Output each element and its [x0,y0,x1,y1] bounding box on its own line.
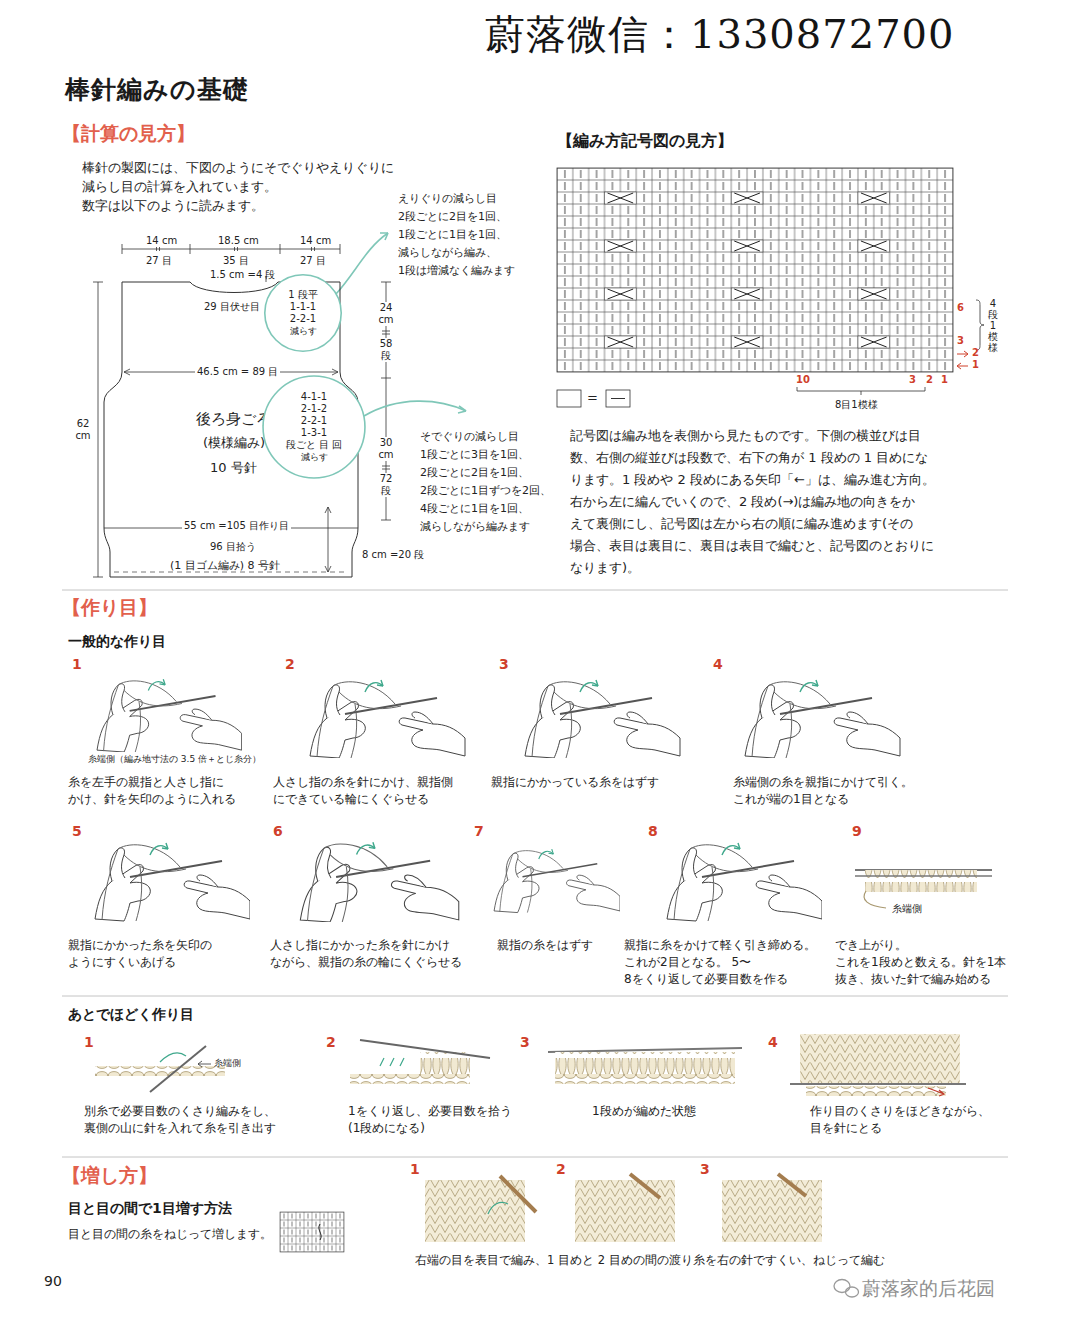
dimension-label: 62 cm [72,418,94,442]
dimension-label: 14 cm [146,234,177,247]
cast-off-label: 29 目伏せ目 [204,300,260,313]
section-heading: 【作り目】 [62,595,157,620]
stitch-pattern: (模様編み) [203,435,265,452]
row-number: 2 [972,347,979,359]
step-number: 1 [410,1160,420,1178]
dimension-label: 35 目 [223,254,249,267]
page-number: 90 [44,1272,62,1290]
step-caption: 1段めが編めた状態 [592,1103,696,1120]
step-number: 7 [474,822,484,840]
watermark: 蔚落家的后花园 [862,1276,995,1301]
decrease-rule: 1-1-1 [290,301,316,313]
method-note: 目と目の間の糸をねじって増します。 [68,1226,272,1243]
stitch-number: 3 [909,374,916,386]
decrease-rule: 段ごと 目 回 [286,439,342,451]
step-number: 2 [326,1033,336,1051]
step-number: 1 [72,655,82,673]
width-dimension: 46.5 cm = 89 目 [195,365,280,378]
step-caption: 親指に糸をかけて軽く引き締める。 これが2目となる。 5〜8をくり返して必要目数… [624,937,826,988]
step-number: 8 [648,822,658,840]
dimension-label: 8 cm =20 段 [362,548,424,561]
cast-on-label: 55 cm =105 目作り目 [182,519,291,532]
stitch-number: 10 [796,374,810,386]
step-caption: 親指にかかった糸を矢印の ようにすくいあげる [68,937,220,971]
step-caption: 人さし指の糸を針にかけ、親指側 にできている輪にくぐらせる [273,774,463,808]
step-number: 3 [499,655,509,673]
decrease-rule: 2-2-1 [290,313,316,325]
ribbing-label: (1 目ゴム編み) 8 号針 [170,557,280,575]
yarn-end-label: 糸端側 [214,1058,241,1070]
step-caption: 親指にかかっている糸をはずす [491,774,659,791]
row-number: 1 [972,359,979,371]
dimension-label: 14 cm [300,234,331,247]
decrease-rule: 減らす [290,325,317,337]
step-caption: でき上がり。 これを1段めと数える。針を1本 抜き、抜いた針で編み始める [835,937,1011,988]
subsection-heading: あとでほどく作り目 [68,1005,194,1023]
subsection-heading: 目と目の間で1目増す方法 [68,1199,232,1217]
intro-text: 棒針の製図には、下図のようにそでぐりやえりぐりに 減らし目の計算を入れています。… [82,158,404,215]
step-caption: 作り目のくさりをほどきながら、 目を針にとる [810,1103,1000,1137]
decrease-rule: 2-1-2 [301,403,327,415]
circle-text-group: 4-1-12-1-22-2-11-3-1段ごと 目 回減らす [262,375,366,479]
step-number: 2 [285,655,295,673]
decrease-rule: 4-1-1 [301,391,327,403]
step-caption: 1をくり返し、必要目数を拾う (1段めになる) [348,1103,526,1137]
chart-explanation: 記号図は編み地を表側から見たものです。下側の横並びは目 数、右側の縦並びは段数で… [570,425,946,579]
step-number: 2 [556,1160,566,1178]
watermark: 蔚落微信：1330872700 [485,10,955,58]
step-number: 3 [520,1033,530,1051]
step-caption: 人さし指にかかった糸を針にかけ ながら、親指の糸の輪にくぐらせる [270,937,472,971]
step-number: 9 [852,822,862,840]
step-number: 1 [84,1033,94,1051]
section-heading: 【編み方記号図の見方】 [557,131,733,152]
dimension-label: 27 目 [300,254,326,267]
yarn-note: 糸端側（編み地寸法の 3.5 倍＋とじ糸分） [88,754,261,766]
dimension-label: 27 目 [146,254,172,267]
decrease-rule: 1-3-1 [301,427,327,439]
decrease-rule: 1 段平 [288,289,318,301]
step-caption: 親指の糸をはずす [497,937,593,954]
repeat-label: 4段1模様 [988,298,998,353]
subsection-heading: 一般的な作り目 [68,632,166,650]
garment-outline: 29 目伏せ目 46.5 cm = 89 目後ろ身ごろ (模様編み) 10 号針 55 … [100,268,362,580]
symbol-equals: = [587,388,598,407]
note-circle: 1 段平1-1-12-2-1減らす [264,274,342,352]
note-circle: 4-1-12-1-22-2-11-3-1段ごと 目 回減らす [262,375,366,479]
repeat-label: 8目1模様 [835,398,878,411]
page-title: 棒針編みの基礎 [65,74,249,107]
dimension-label: 18.5 cm [218,234,259,247]
dimension-label: 58 段 [376,338,396,362]
decrease-rule: 減らす [301,451,328,463]
decrease-note: そでぐりの減らし目 1段ごとに3目を1回、 2段ごとに2目を1回、 2段ごとに1… [420,428,568,536]
decrease-note: えりぐりの減らし目 2段ごとに2目を1回、 1段ごとに1目を1回、 減らしながら… [398,190,526,280]
step-number: 6 [273,822,283,840]
dimension-label: 1.5 cm =4 段 [210,268,275,281]
step-caption: 別糸で必要目数のくさり編みをし、 裏側の山に針を入れて糸を引き出す [84,1103,286,1137]
section-heading: 【増し方】 [62,1163,157,1188]
step-number: 3 [700,1160,710,1178]
step-caption: 糸端側の糸を親指にかけて引く。 これが端の1目となる [733,774,923,808]
stitch-number: 2 [926,374,933,386]
row-number: 6 [957,302,964,314]
dimension-label: 72 段 [376,473,396,497]
circle-text-group: 1 段平1-1-12-2-1減らす [264,274,342,352]
step-number: 4 [768,1033,778,1051]
dimension-label: 24 cm [376,302,396,326]
step-caption: 糸を左手の親指と人さし指に かけ、針を矢印のように入れる [68,774,246,808]
pickup-label: 96 目拾う [210,540,256,553]
yarn-end-label: 糸端側 [892,902,922,915]
step-caption: 右端の目を表目で編み、1 目めと 2 目めの間の渡り糸を右の針ですくい、ねじって… [415,1252,885,1268]
decrease-rule: 2-2-1 [301,415,327,427]
piece-name: 後ろ身ごろ [196,410,271,430]
step-number: 4 [713,655,723,673]
step-number: 5 [72,822,82,840]
stitch-number: 1 [941,374,948,386]
section-heading: 【計算の見方】 [62,121,195,146]
dimension-label: 30 cm [376,437,396,461]
needle-size: 10 号針 [210,460,257,477]
row-number: 3 [957,335,964,347]
